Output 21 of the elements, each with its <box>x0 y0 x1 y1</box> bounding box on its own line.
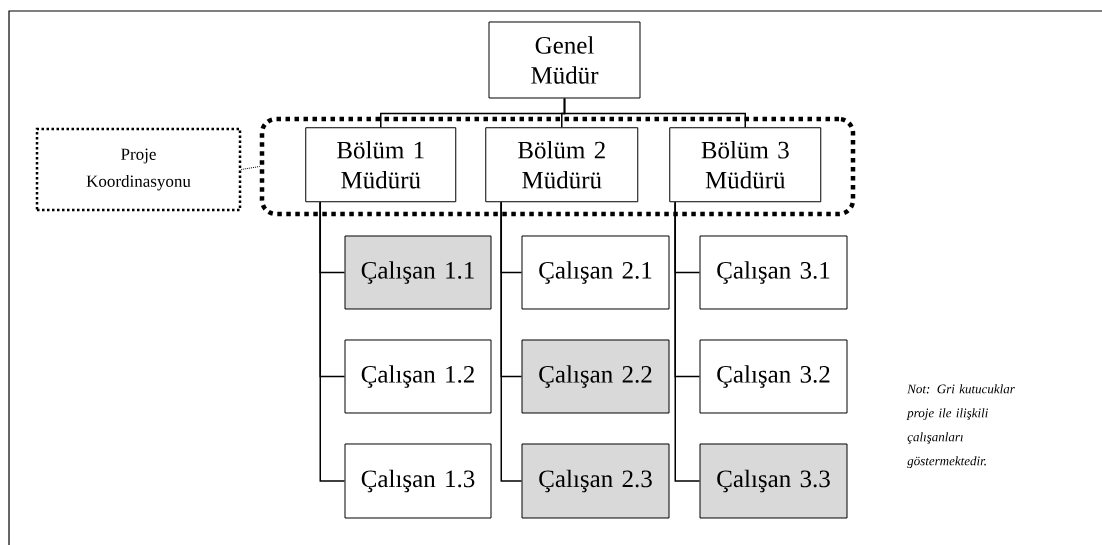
employee-box: Çalışan 3.1 <box>699 235 848 310</box>
note-text: Not: Gri kutucuklar proje ile ilişkili çalışanları göstermektedir. <box>906 384 1015 468</box>
connector-line <box>563 97 746 128</box>
manager-box: Bölüm 3 Müdürü <box>669 127 822 203</box>
group-outline <box>259 116 856 217</box>
employee-box: Çalışan 1.2 <box>344 339 492 414</box>
manager-box: Genel Müdür <box>488 21 641 99</box>
employee-box: Çalışan 3.3 <box>699 443 848 519</box>
employee-box: Çalışan 1.3 <box>344 443 492 519</box>
connector-line <box>319 201 346 482</box>
leader-line <box>240 166 261 170</box>
manager-box: Bölüm 2 Müdürü <box>485 127 639 203</box>
employee-box: Çalışan 2.1 <box>521 235 670 310</box>
employee-box: Çalışan 1.1 <box>344 235 492 310</box>
employee-box: Çalışan 3.2 <box>699 339 848 414</box>
connector-line <box>674 201 701 482</box>
coordination-box: Proje Koordinasyonu <box>35 127 242 212</box>
employee-box: Çalışan 2.3 <box>521 443 670 519</box>
manager-box: Bölüm 1 Müdürü <box>305 127 457 203</box>
employee-box: Çalışan 2.2 <box>521 339 670 414</box>
connector-line <box>500 201 523 482</box>
